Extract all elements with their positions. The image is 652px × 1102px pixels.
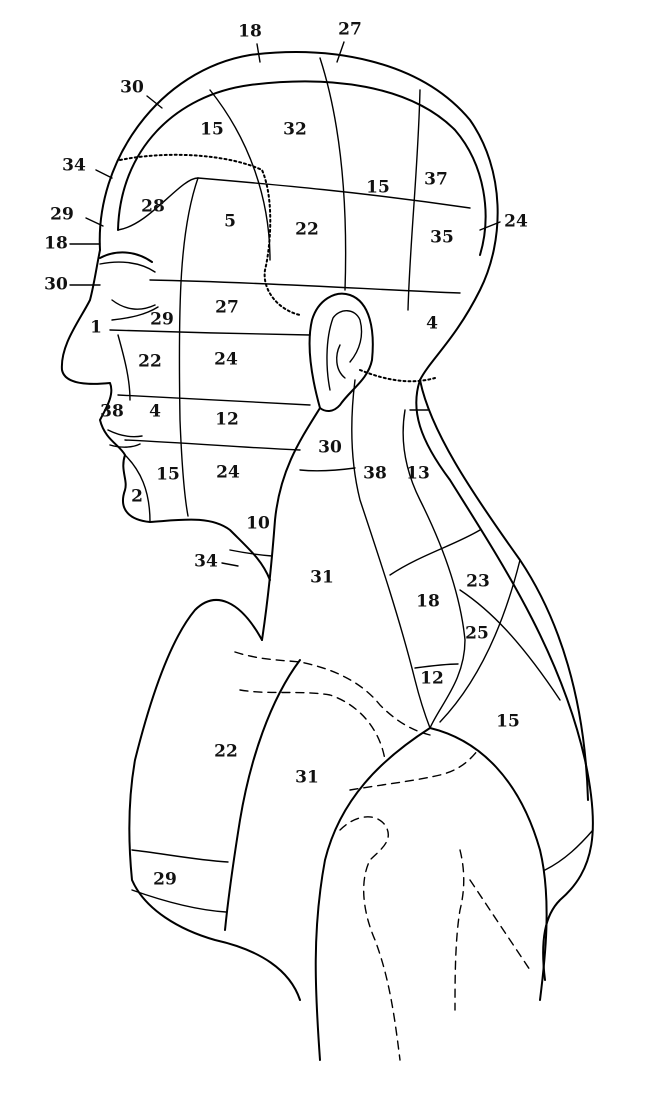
label-2-chin: 2	[131, 487, 143, 507]
label-15-frontal: 15	[200, 120, 224, 140]
label-15-chin-side: 15	[156, 465, 180, 485]
body-outline	[60, 51, 594, 1061]
label-15-shoulder: 15	[496, 712, 520, 732]
label-5-temporal: 5	[224, 212, 236, 232]
label-32-parietal: 32	[283, 120, 307, 140]
label-37-occipital: 37	[424, 170, 448, 190]
label-12-clavicle: 12	[420, 669, 444, 689]
label-27-cheekbone: 27	[215, 298, 239, 318]
label-15-parietal: 15	[366, 178, 390, 198]
region-boundaries	[109, 57, 594, 913]
label-10-throat: 10	[246, 514, 270, 534]
label-22-chest: 22	[214, 742, 238, 762]
label-30-scalp: 30	[120, 78, 144, 98]
label-1-nose: 1	[90, 318, 102, 338]
label-12-jaw: 12	[215, 410, 239, 430]
label-24-cheek: 24	[214, 350, 238, 370]
label-34-neck-front: 34	[194, 552, 218, 572]
label-38-upper-lip: 38	[100, 402, 124, 422]
label-30-below-ear: 30	[318, 438, 342, 458]
ear	[308, 292, 374, 412]
label-22-cheek: 22	[138, 352, 162, 372]
label-13-nape: 13	[406, 464, 430, 484]
label-29-chest-lower: 29	[153, 870, 177, 890]
label-27-crown: 27	[338, 20, 362, 40]
label-29-eye-lower: 29	[150, 310, 174, 330]
label-22-temporal: 22	[295, 220, 319, 240]
label-35-occipital: 35	[430, 228, 454, 248]
leader-lines	[69, 41, 501, 567]
label-38-neck-back: 38	[363, 464, 387, 484]
dashed-bone-outlines	[234, 651, 531, 1061]
dotted-lines	[119, 153, 436, 383]
label-18-neck-side: 18	[416, 592, 440, 612]
label-23-trapezius: 23	[466, 572, 490, 592]
label-25-trapezius-lower: 25	[465, 624, 489, 644]
label-30-eye: 30	[44, 275, 68, 295]
label-18-crown: 18	[238, 22, 262, 42]
region-labels: 18 27 30 15 32 34 29 28 15 37 5 22 35 24…	[44, 20, 528, 890]
label-28-temple: 28	[141, 197, 165, 217]
facial-features	[99, 251, 159, 448]
label-4-mastoid: 4	[426, 314, 438, 334]
label-18-eyebrow: 18	[44, 234, 68, 254]
label-4-mouth: 4	[149, 402, 161, 422]
label-34-forehead: 34	[62, 156, 86, 176]
label-29-brow: 29	[50, 205, 74, 225]
label-31-neck: 31	[310, 568, 334, 588]
label-24-occipital-edge: 24	[504, 212, 528, 232]
label-31-chest: 31	[295, 768, 319, 788]
label-24-jaw-lower: 24	[216, 463, 240, 483]
